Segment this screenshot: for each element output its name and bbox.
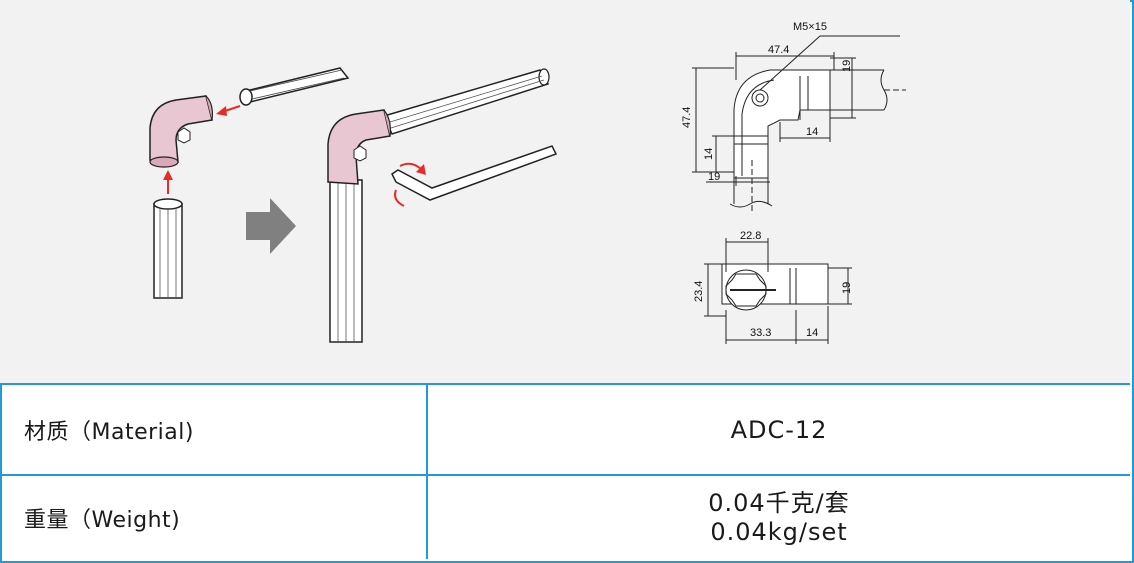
product-illustration-panel: M5×15 47.4 47.4 19 14 14 19: [0, 0, 1130, 383]
table-divider-top: [0, 383, 1130, 385]
table-divider-middle: [0, 474, 1130, 476]
dim-top-width-label: 47.4: [768, 44, 789, 56]
weight-value-cn: 0.04千克/套: [708, 488, 850, 517]
dim-plan-33-label: 33.3: [750, 327, 771, 339]
dim-plan-height-label: 23.4: [693, 281, 705, 302]
dim-screw-label: M5×15: [793, 21, 827, 33]
dim-left-14-label: 14: [703, 148, 715, 160]
plan-view-drawing: [704, 238, 852, 344]
assembly-illustration: M5×15 47.4 47.4 19 14 14 19: [149, 21, 906, 344]
dim-plan-width-label: 22.8: [740, 230, 761, 242]
assembled-view: [327, 68, 558, 343]
table-divider-vertical: [426, 385, 428, 559]
dim-inner-14-label: 14: [806, 126, 818, 138]
material-value: ADC-12: [730, 415, 828, 444]
dim-plan-14-label: 14: [806, 327, 818, 339]
assembly-step-arrow: [246, 198, 296, 254]
weight-value-en: 0.04kg/set: [710, 517, 848, 546]
dim-side-height-label: 47.4: [681, 107, 693, 128]
dim-bottom-19-label: 19: [708, 171, 720, 183]
material-label: 材质（Material): [24, 419, 194, 445]
rotate-arrow: [394, 189, 405, 207]
dim-plan-19-label: 19: [841, 282, 853, 294]
dim-right-19-label: 19: [841, 60, 853, 72]
side-view-drawing: [692, 35, 906, 214]
weight-value: 0.04千克/套 0.04kg/set: [428, 476, 1130, 559]
elbow-joint-part: [149, 95, 213, 168]
weight-label: 重量（Weight): [24, 507, 181, 533]
vertical-tube-part: [153, 198, 183, 299]
hex-key-icon: [391, 145, 558, 201]
exploded-view: [149, 67, 350, 299]
horizontal-tube-part: [239, 67, 350, 106]
